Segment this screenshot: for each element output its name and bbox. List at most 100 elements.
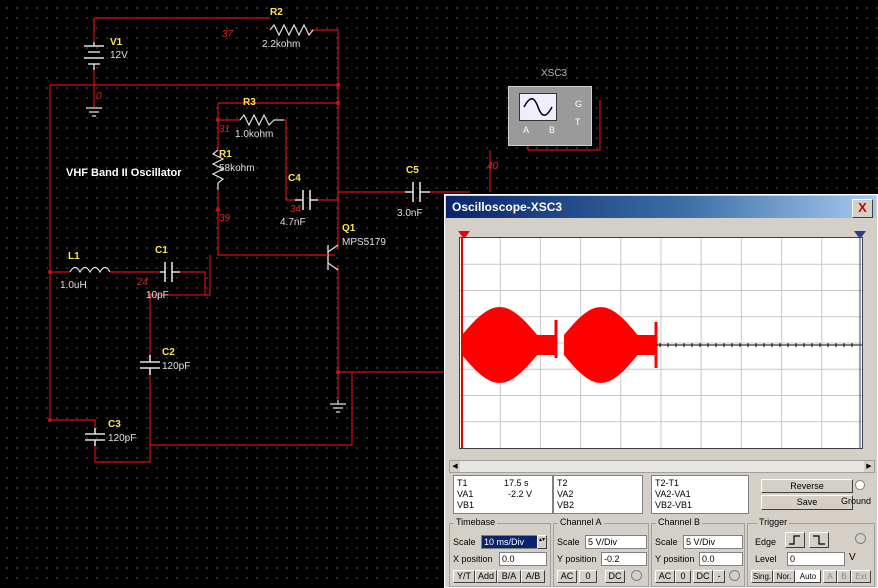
q1-value: MPS5179: [342, 237, 386, 248]
mode-ab-button[interactable]: A/B: [521, 570, 545, 583]
trace-burst-2: [564, 307, 656, 383]
r3-ref: R3: [243, 97, 256, 108]
timebase-scale-label: Scale: [453, 537, 476, 547]
ground-label: Ground: [841, 496, 872, 506]
trigger-b-button[interactable]: B: [837, 570, 851, 583]
l1-value: 1.0uH: [60, 280, 87, 291]
level-unit: V: [849, 552, 856, 563]
trigger-a-button[interactable]: A: [823, 570, 837, 583]
c5-ref: C5: [406, 165, 419, 176]
rising-edge-icon[interactable]: [785, 532, 805, 548]
va2va1-label: VA2-VA1: [655, 489, 691, 499]
readout-diff-panel: T2-T1 VA2-VA1 VB2-VB1: [651, 475, 749, 514]
v1-value: 12V: [110, 50, 128, 61]
node-40: 40: [487, 161, 499, 172]
cha-zero-button[interactable]: 0: [579, 570, 597, 583]
cursor-t2-handle[interactable]: [854, 231, 866, 239]
c2-value: 120pF: [162, 361, 191, 372]
timebase-scale-field[interactable]: 10 ms/Div: [481, 535, 539, 549]
channel-a-label: Channel A: [558, 517, 604, 527]
horizontal-scrollbar[interactable]: ◀ ▶: [449, 460, 875, 473]
va1-label: VA1: [457, 489, 474, 499]
c4-ref: C4: [288, 173, 301, 184]
close-button[interactable]: X: [852, 199, 873, 218]
cha-dc-button[interactable]: DC: [605, 570, 625, 583]
chb-ypos-label: Y position: [655, 554, 695, 564]
va1-value: -2.2 V: [508, 489, 533, 499]
v1-ref: V1: [110, 37, 123, 48]
mode-yt-button[interactable]: Y/T: [453, 570, 475, 583]
timebase-label: Timebase: [454, 517, 498, 527]
cha-radio[interactable]: [631, 570, 642, 581]
node-34: 34: [290, 204, 302, 215]
c4-value: 4.7nF: [280, 217, 306, 228]
chb-radio[interactable]: [729, 570, 740, 581]
cha-ypos-field[interactable]: -0.2: [601, 552, 647, 566]
node-0: 0: [96, 91, 102, 102]
pin-t-label: T: [575, 117, 581, 127]
cha-scale-field[interactable]: 5 V/Div: [585, 535, 647, 549]
c1-ref: C1: [155, 245, 168, 256]
mode-add-button[interactable]: Add: [475, 570, 497, 583]
t2t1-label: T2-T1: [655, 478, 680, 488]
t1-time: 17.5 s: [504, 478, 529, 488]
chb-zero-button[interactable]: 0: [675, 570, 691, 583]
va2-label: VA2: [557, 489, 574, 499]
r1-ref: R1: [219, 149, 232, 160]
mode-ba-button[interactable]: B/A: [497, 570, 521, 583]
cursor-t1-handle[interactable]: [458, 231, 470, 239]
circuit-title: VHF Band II Oscillator: [66, 167, 182, 179]
scope-display[interactable]: [459, 237, 863, 449]
save-button[interactable]: Save: [761, 495, 853, 510]
node-37: 37: [222, 29, 234, 40]
cha-ac-button[interactable]: AC: [557, 570, 577, 583]
c3-value: 120pF: [108, 433, 137, 444]
ground-radio[interactable]: [855, 480, 865, 490]
oscilloscope-instrument[interactable]: A B G T: [508, 86, 592, 146]
edge-label: Edge: [755, 537, 777, 547]
c1-value: 10pF: [146, 290, 169, 301]
scroll-left-icon[interactable]: ◀: [450, 461, 460, 472]
falling-edge-icon[interactable]: [809, 532, 829, 548]
cha-scale-label: Scale: [557, 537, 580, 547]
pin-a-label: A: [523, 125, 530, 135]
xpos-field[interactable]: 0.0: [499, 552, 547, 566]
xsc3-label: XSC3: [541, 68, 568, 79]
r2-ref: R2: [270, 7, 283, 18]
trigger-label: Trigger: [757, 517, 790, 527]
instrument-screen: [519, 93, 557, 121]
level-label: Level: [755, 554, 777, 564]
r3-value: 1.0kohm: [235, 129, 274, 140]
channel-b-label: Channel B: [656, 517, 703, 527]
t2-label: T2: [557, 478, 568, 488]
vb2vb1-label: VB2-VB1: [655, 500, 693, 510]
q1-ref: Q1: [342, 223, 356, 234]
timebase-spin-icon[interactable]: ▴▾: [537, 535, 547, 549]
pin-b-label: B: [549, 125, 556, 135]
trigger-normal-button[interactable]: Nor.: [773, 570, 795, 583]
window-titlebar[interactable]: Oscilloscope-XSC3 X: [446, 196, 876, 218]
chb-dc-button[interactable]: DC: [693, 570, 713, 583]
level-field[interactable]: 0: [787, 552, 845, 566]
r1-value: 58kohm: [219, 163, 255, 174]
scroll-right-icon[interactable]: ▶: [864, 461, 874, 472]
trigger-ext-button[interactable]: Ext: [851, 570, 871, 583]
r2-value: 2.2kohm: [262, 39, 301, 50]
chb-ypos-field[interactable]: 0.0: [699, 552, 743, 566]
oscilloscope-window[interactable]: Oscilloscope-XSC3 X ◀ ▶ T1 VA1 VB1 17.5 …: [444, 194, 878, 588]
readout-t1-panel: T1 VA1 VB1 17.5 s -2.2 V: [453, 475, 553, 514]
node-31: 31: [219, 124, 231, 135]
trigger-auto-button[interactable]: Auto: [795, 570, 821, 583]
reverse-button[interactable]: Reverse: [761, 479, 853, 493]
chb-scale-label: Scale: [655, 537, 678, 547]
chb-ac-button[interactable]: AC: [655, 570, 675, 583]
trigger-single-button[interactable]: Sing.: [751, 570, 773, 583]
vb2-label: VB2: [557, 500, 575, 510]
chb-scale-field[interactable]: 5 V/Div: [683, 535, 743, 549]
node-24: 24: [137, 277, 149, 288]
trigger-radio[interactable]: [855, 533, 866, 544]
cha-ypos-label: Y position: [557, 554, 597, 564]
pin-g-label: G: [575, 99, 583, 109]
chb-minus-button[interactable]: -: [713, 570, 725, 583]
